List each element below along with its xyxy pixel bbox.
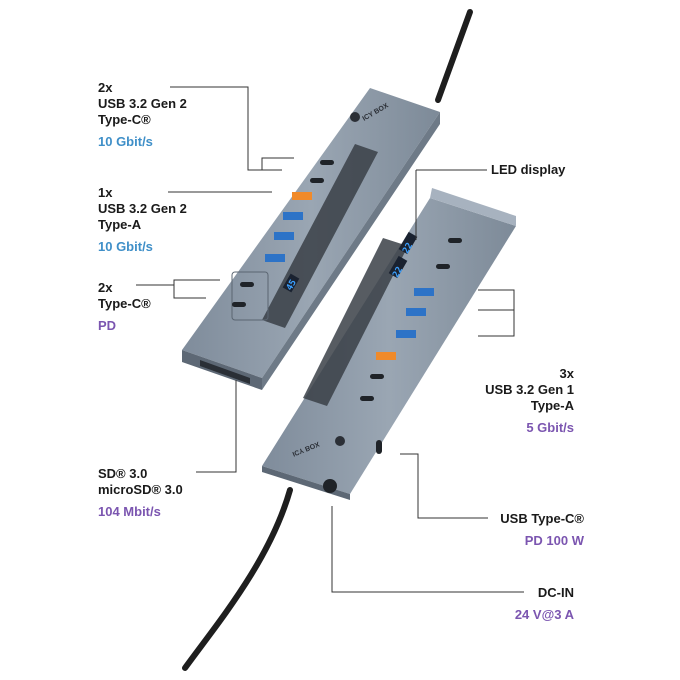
led-display-rear-1 [398,231,418,255]
callout-dc-in-spec: 24 V@3 A [514,607,574,622]
rear-usb-a-blue-1 [414,288,434,296]
callout-type-c-pd-line-1: 2x [98,280,113,295]
callout-dc-in-line-1: DC-IN [537,585,574,600]
callout-usb-a-gen1-line-1: 3x [559,366,574,381]
callout-sd-card-line-1: SD® 3.0 [98,466,148,481]
pd-port-1 [240,282,254,287]
hub-front: 45 ICY BOX [182,88,440,390]
callout-usb-c-pd100-spec: PD 100 W [524,533,584,548]
usb-a-blue-port-1 [283,212,303,220]
brand-logo-rear [335,436,345,446]
rear-usb-c-2 [436,264,450,269]
led-display-front [282,273,300,293]
callout-usb-c-gen2: 2x USB 3.2 Gen 2 Type-C® 10 Gbit/s [98,80,187,150]
rear-usb-c-4 [360,396,374,401]
line-dc-in [331,506,524,593]
hub-rear: 22 22 ICY BOX [262,188,516,500]
line-sd [196,380,237,473]
usb-a-blue-port-2 [274,232,294,240]
line-usb-c-pd100 [400,453,488,519]
callout-sd-card-line-2: microSD® 3.0 [98,482,183,497]
callout-type-c-pd-spec: PD [98,318,117,333]
usb-c-port-1 [320,160,334,165]
callout-led-display-line-1: LED display [491,162,566,177]
callout-usb-c-gen2-line-2: USB 3.2 Gen 2 [98,96,187,111]
callout-sd-card: SD® 3.0 microSD® 3.0 104 Mbit/s [98,466,183,520]
callout-type-c-pd: 2x Type-C® PD [98,280,151,334]
callout-type-c-pd-line-2: Type-C® [98,296,151,311]
usb-a-blue-port-3 [265,254,285,262]
callout-usb-a-gen2-line-2: USB 3.2 Gen 2 [98,201,187,216]
callout-dc-in: DC-IN 24 V@3 A [515,585,574,623]
callout-usb-a-gen1-line-2: USB 3.2 Gen 1 [485,382,574,397]
line-usb-c-gen2 [170,86,294,171]
pd-port-frame [231,271,269,321]
led-reading-rear-2: 22 [391,265,405,279]
callout-usb-c-gen2-line-1: 2x [98,80,113,95]
line-type-c-pd-b [173,285,206,299]
dc-in-port [323,479,337,493]
pd-port-2 [232,302,246,307]
led-reading-front: 45 [285,278,299,292]
callout-usb-a-gen2-spec: 10 Gbit/s [98,239,153,254]
rear-usb-a-blue-2 [406,308,426,316]
callout-usb-a-gen2: 1x USB 3.2 Gen 2 Type-A 10 Gbit/s [98,185,187,255]
rear-usb-a-orange [376,352,396,360]
callout-lines [136,86,524,593]
callout-usb-a-gen2-line-3: Type-A [98,217,142,232]
rear-usb-c-1 [448,238,462,243]
callout-usb-c-gen2-line-3: Type-C® [98,112,151,127]
callout-usb-a-gen1: 3x USB 3.2 Gen 1 Type-A 5 Gbit/s [485,366,574,436]
usb-c-port-2 [310,178,324,183]
callout-usb-c-gen2-spec: 10 Gbit/s [98,134,153,149]
rear-usb-c-3 [370,374,384,379]
brand-logo-front [350,112,360,122]
usb-a-orange-port [292,192,312,200]
top-cable [435,9,473,103]
callout-led-display: LED display [491,162,565,178]
callout-sd-card-spec: 104 Mbit/s [98,504,161,519]
callout-usb-a-gen2-line-1: 1x [98,185,113,200]
callout-usb-a-gen1-spec: 5 Gbit/s [526,420,574,435]
line-usb-a-gen1 [478,289,515,337]
callout-usb-c-pd100-line-1: USB Type-C® [500,511,584,526]
line-type-c-pd [136,279,220,286]
callout-usb-a-gen1-line-3: Type-A [530,398,574,413]
callout-usb-c-pd100: USB Type-C® PD 100 W [500,511,584,549]
bottom-cable [182,487,293,671]
rear-usb-a-blue-3 [396,330,416,338]
led-reading-rear-1: 22 [401,241,415,255]
led-display-rear-2 [388,255,408,279]
side-usb-c-pd-port [376,440,382,454]
